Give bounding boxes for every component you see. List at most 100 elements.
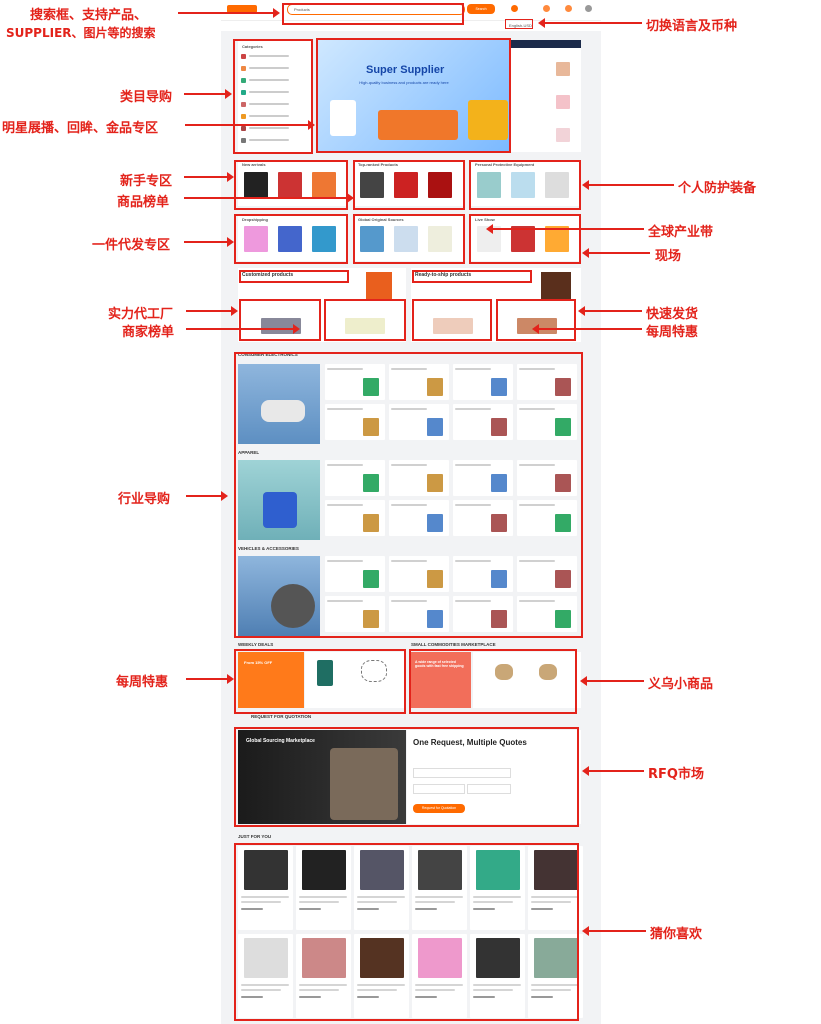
module-product-thumb[interactable] — [244, 172, 268, 198]
industry-cell-thumb[interactable] — [427, 418, 443, 436]
hero-banner[interactable]: Super Supplier High-quality business and… — [318, 40, 516, 152]
phone-thumb[interactable] — [317, 660, 333, 686]
industry-cell-thumb[interactable] — [427, 378, 443, 396]
industry-cell-thumb[interactable] — [491, 418, 507, 436]
industry-cell-thumb[interactable] — [491, 514, 507, 532]
recommend-product-image[interactable] — [534, 850, 578, 890]
category-icon[interactable] — [241, 78, 246, 83]
category-label-line[interactable] — [249, 127, 289, 129]
recommend-product-title-line — [299, 989, 339, 991]
module-product-thumb[interactable] — [511, 172, 535, 198]
industry-cell-thumb[interactable] — [427, 474, 443, 492]
sub-module-thumb[interactable] — [261, 318, 301, 334]
bag-thumb-1[interactable] — [556, 62, 570, 76]
arrow-category — [184, 89, 232, 99]
orders-icon[interactable] — [565, 5, 572, 12]
small-commodities-banner[interactable]: A wide range of selected goods with fast… — [411, 652, 471, 708]
recommend-product-image[interactable] — [360, 938, 404, 978]
bag-thumb-2[interactable] — [556, 95, 570, 109]
category-label-line[interactable] — [249, 91, 289, 93]
recommend-product-image[interactable] — [476, 938, 520, 978]
module-product-thumb[interactable] — [511, 226, 535, 252]
recommend-product-image[interactable] — [360, 850, 404, 890]
industry-cell-thumb[interactable] — [555, 514, 571, 532]
category-label-line[interactable] — [249, 115, 289, 117]
industry-cell-thumb[interactable] — [363, 610, 379, 628]
industry-cell-thumb[interactable] — [491, 610, 507, 628]
rfq-product-input[interactable] — [413, 768, 511, 778]
industry-cell-thumb[interactable] — [363, 514, 379, 532]
dropship-highlight-box — [234, 214, 348, 264]
messages-icon[interactable] — [543, 5, 550, 12]
industry-cell-thumb[interactable] — [555, 570, 571, 588]
recommend-product-image[interactable] — [534, 938, 578, 978]
category-label-line[interactable] — [249, 67, 289, 69]
sub-module-thumb[interactable] — [433, 318, 473, 334]
industry-cell-thumb[interactable] — [427, 514, 443, 532]
category-icon[interactable] — [241, 138, 246, 143]
module-product-thumb[interactable] — [428, 172, 452, 198]
category-label-line[interactable] — [249, 55, 289, 57]
bag-thumb-3[interactable] — [556, 128, 570, 142]
category-label-line[interactable] — [249, 79, 289, 81]
category-icon[interactable] — [241, 102, 246, 107]
small-commodities-banner-text: A wide range of selected goods with fast… — [415, 660, 464, 668]
module-product-thumb[interactable] — [244, 226, 268, 252]
lang-currency-selector[interactable]: English-USD — [509, 23, 532, 28]
industry-cell-thumb[interactable] — [363, 474, 379, 492]
industry-cell-thumb[interactable] — [555, 418, 571, 436]
industry-cell-thumb[interactable] — [427, 570, 443, 588]
module-product-thumb[interactable] — [312, 226, 336, 252]
cart-icon[interactable] — [585, 5, 592, 12]
module-product-thumb[interactable] — [360, 226, 384, 252]
search-input[interactable]: Products — [294, 7, 310, 12]
recommend-product-image[interactable] — [476, 850, 520, 890]
rfq-unit-select[interactable] — [467, 784, 511, 794]
module-product-thumb[interactable] — [545, 226, 569, 252]
industry-cell-thumb[interactable] — [555, 378, 571, 396]
module-product-thumb[interactable] — [477, 172, 501, 198]
earring-thumb[interactable] — [539, 664, 557, 680]
industry-cell-thumb[interactable] — [363, 378, 379, 396]
category-icon[interactable] — [241, 114, 246, 119]
category-icon[interactable] — [241, 54, 246, 59]
category-icon[interactable] — [241, 66, 246, 71]
module-product-thumb[interactable] — [394, 172, 418, 198]
signin-icon[interactable] — [511, 5, 518, 12]
recommend-product-image[interactable] — [302, 938, 346, 978]
module-product-thumb[interactable] — [545, 172, 569, 198]
module-product-thumb[interactable] — [312, 172, 336, 198]
industry-cell-thumb[interactable] — [491, 378, 507, 396]
logo[interactable] — [227, 5, 257, 13]
rfq-submit-button[interactable]: Request for Quotation — [413, 804, 465, 813]
industry-cell-thumb[interactable] — [363, 570, 379, 588]
industry-cell-thumb[interactable] — [363, 418, 379, 436]
search-button[interactable]: Search — [467, 4, 495, 14]
recommend-product-image[interactable] — [244, 850, 288, 890]
industry-cell-thumb[interactable] — [491, 474, 507, 492]
module-product-thumb[interactable] — [360, 172, 384, 198]
recommend-product-image[interactable] — [418, 938, 462, 978]
necklace-thumb[interactable] — [361, 660, 387, 682]
category-icon[interactable] — [241, 126, 246, 131]
recommend-product-image[interactable] — [244, 938, 288, 978]
category-label-line[interactable] — [249, 139, 289, 141]
recommend-product-image[interactable] — [302, 850, 346, 890]
brooch-thumb[interactable] — [495, 664, 513, 680]
module-product-thumb[interactable] — [278, 226, 302, 252]
rfq-quantity-input[interactable] — [413, 784, 465, 794]
hero-highlight-box — [316, 38, 511, 153]
category-icon[interactable] — [241, 90, 246, 95]
recommend-product-title-line — [299, 896, 347, 898]
industry-cell-thumb[interactable] — [491, 570, 507, 588]
module-product-thumb[interactable] — [394, 226, 418, 252]
module-product-thumb[interactable] — [428, 226, 452, 252]
recommend-product-image[interactable] — [418, 850, 462, 890]
module-product-thumb[interactable] — [278, 172, 302, 198]
industry-cell-thumb[interactable] — [555, 474, 571, 492]
sub-module-thumb[interactable] — [345, 318, 385, 334]
industry-cell-thumb[interactable] — [427, 610, 443, 628]
weekly-deals-banner[interactable]: From 15% OFF — [238, 652, 304, 708]
category-label-line[interactable] — [249, 103, 289, 105]
industry-cell-thumb[interactable] — [555, 610, 571, 628]
